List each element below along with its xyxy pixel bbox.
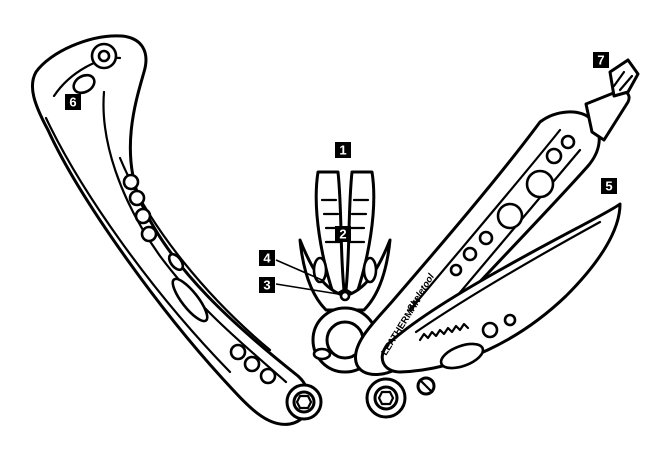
callout-badge-1: 1: [335, 142, 351, 158]
callout-number-1: 1: [339, 143, 346, 158]
leader-line-3: [275, 283, 339, 295]
callout-badge-2: 2: [335, 226, 351, 242]
callout-badge-7: 7: [593, 52, 609, 68]
callout-badge-3: 3: [259, 277, 275, 293]
callout-number-5: 5: [605, 179, 612, 194]
callout-badge-4: 4: [259, 250, 275, 266]
callout-number-7: 7: [597, 53, 604, 68]
callout-number-3: 3: [263, 278, 270, 293]
left-handle: [30, 34, 323, 426]
callout-number-4: 4: [263, 251, 271, 266]
callout-badge-6: 6: [65, 94, 81, 110]
callout-number-2: 2: [339, 227, 346, 242]
callout-number-6: 6: [69, 95, 76, 110]
right-handle: [354, 58, 640, 376]
leader-line-4: [275, 259, 323, 281]
callout-badge-5: 5: [601, 178, 617, 194]
